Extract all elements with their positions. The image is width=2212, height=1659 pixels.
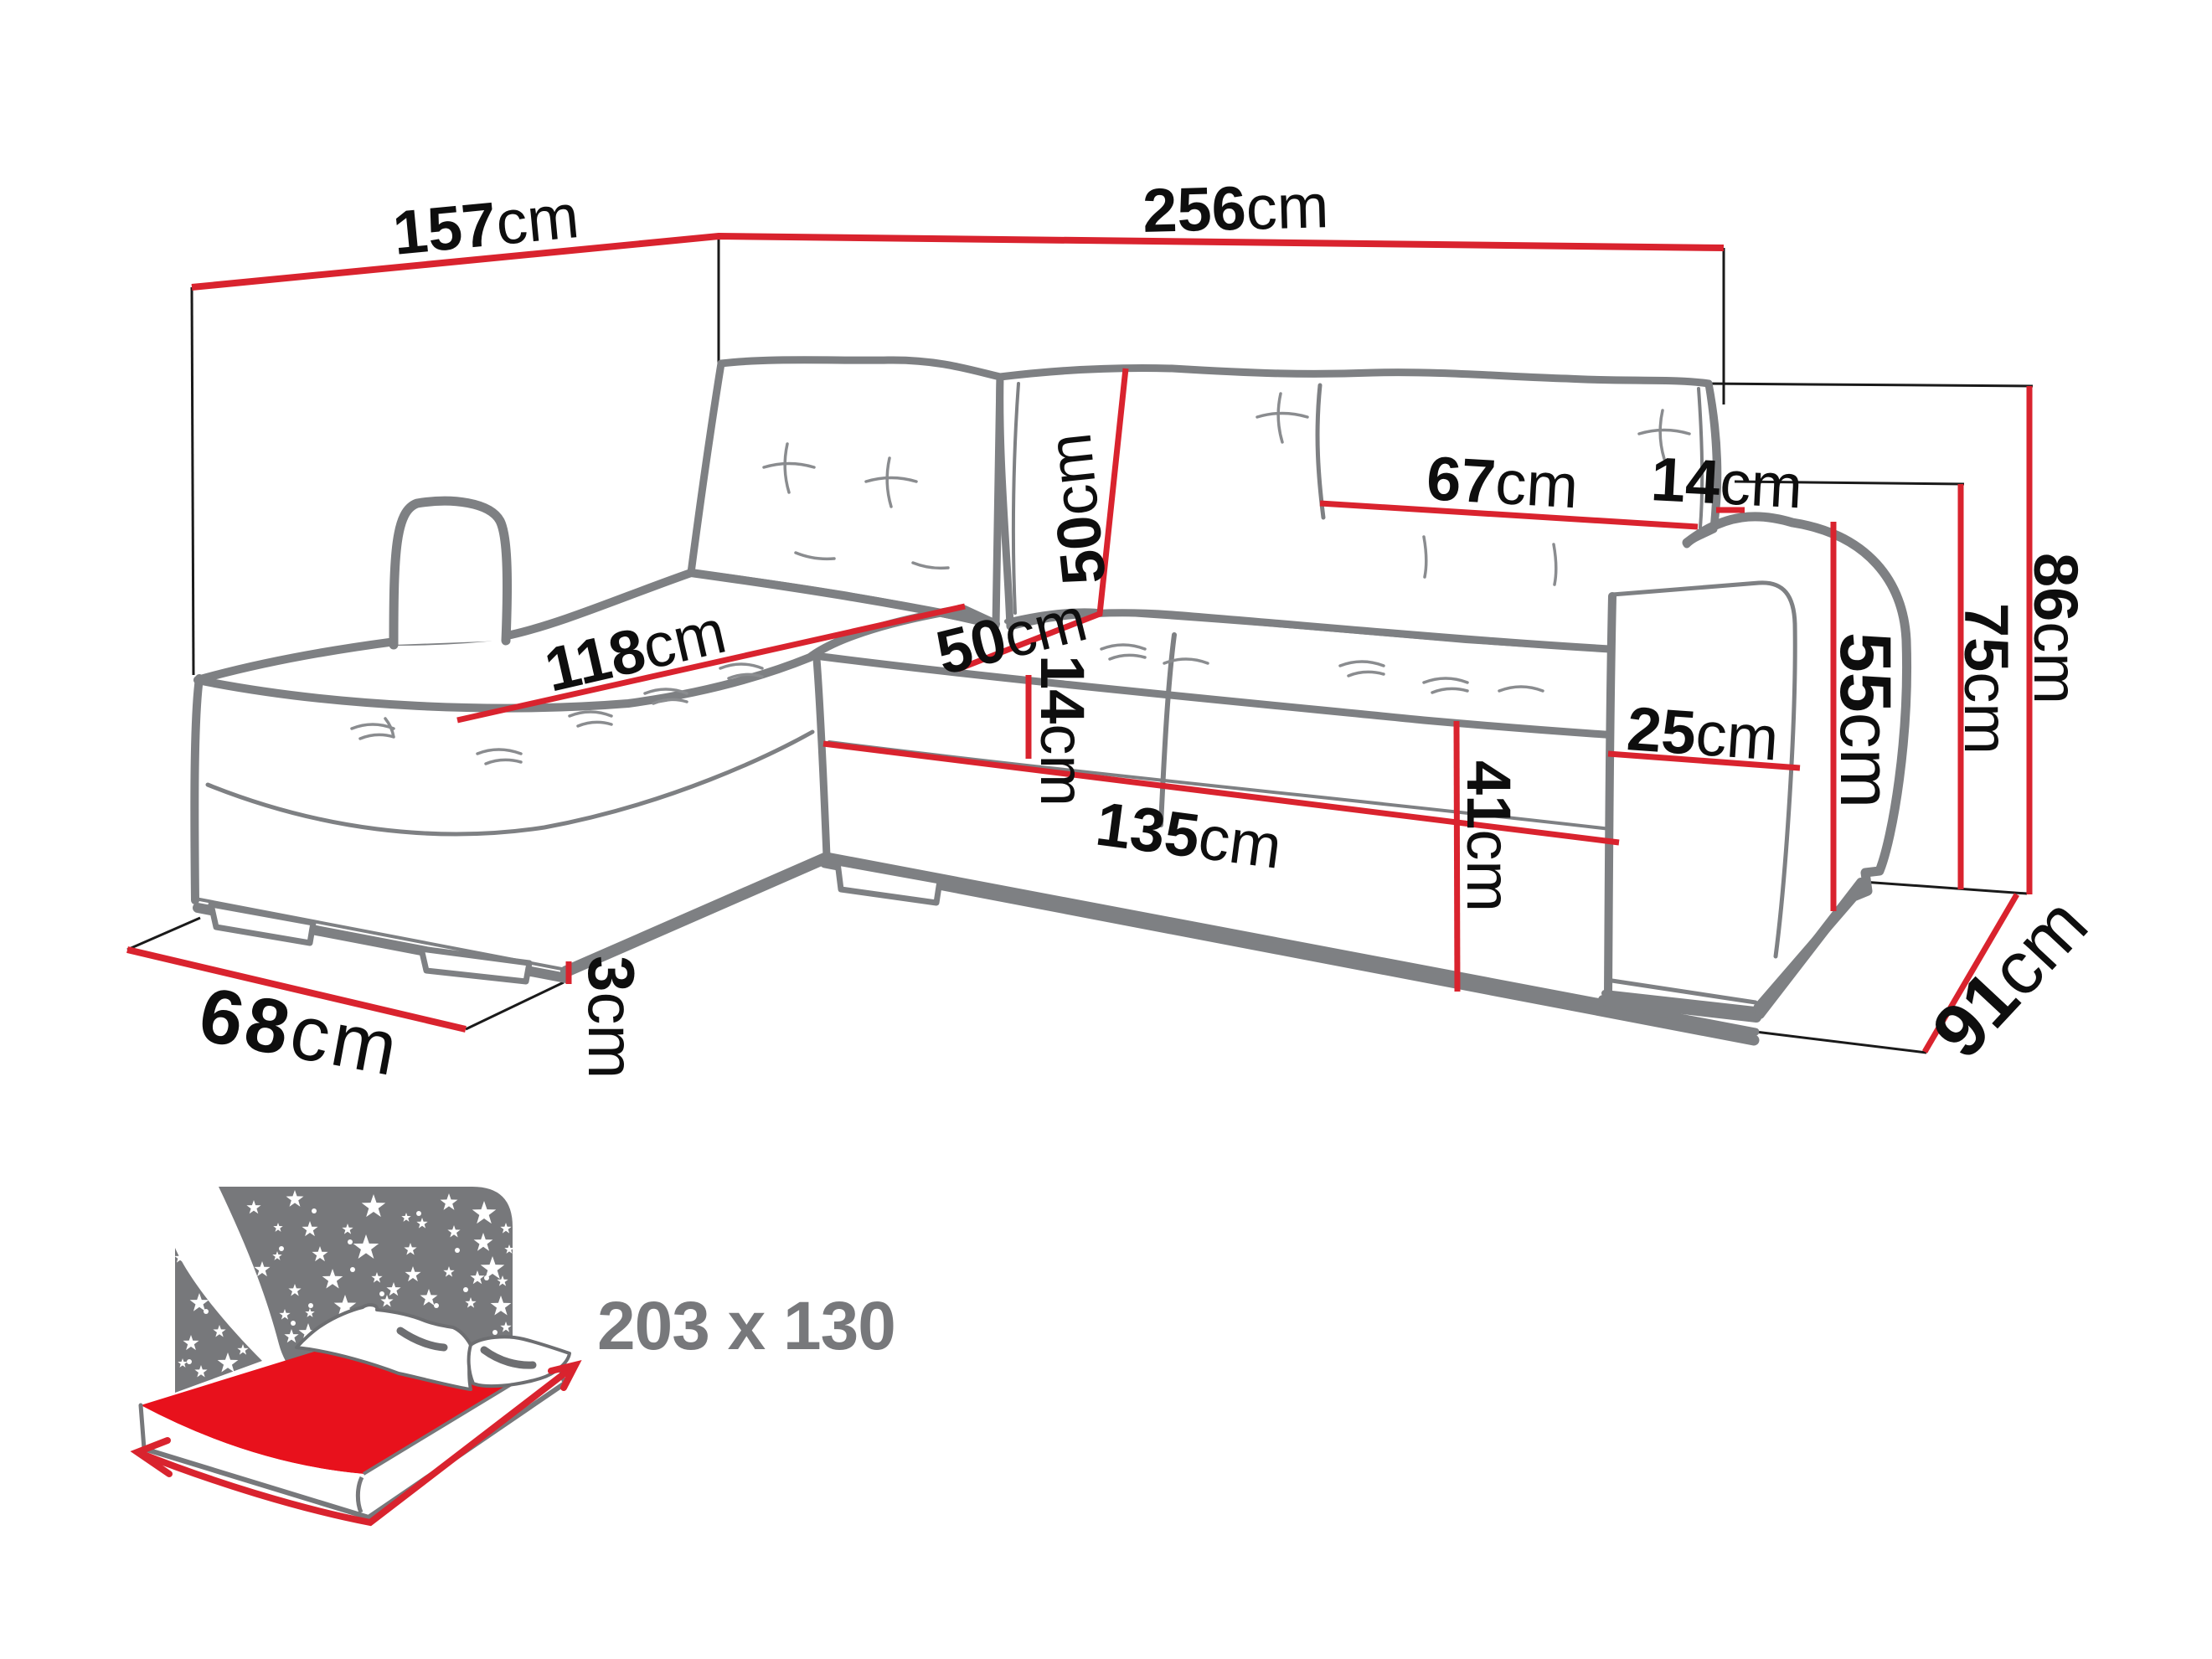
svg-text:55cm: 55cm [1825,632,1905,808]
svg-text:203 x 130: 203 x 130 [597,1288,895,1364]
svg-text:135cm: 135cm [1092,789,1286,882]
svg-text:3cm: 3cm [575,956,648,1079]
svg-text:41cm: 41cm [1454,760,1524,912]
svg-text:50cm: 50cm [1034,430,1118,588]
svg-text:67cm: 67cm [1425,443,1580,521]
svg-text:68cm: 68cm [193,971,407,1092]
svg-text:14cm: 14cm [1028,655,1097,806]
svg-text:86cm: 86cm [2021,553,2091,704]
svg-text:157cm: 157cm [390,181,582,268]
svg-text:256cm: 256cm [1142,171,1329,245]
svg-text:25cm: 25cm [1625,693,1781,773]
svg-text:14cm: 14cm [1649,444,1804,521]
svg-text:75cm: 75cm [1952,603,2021,755]
